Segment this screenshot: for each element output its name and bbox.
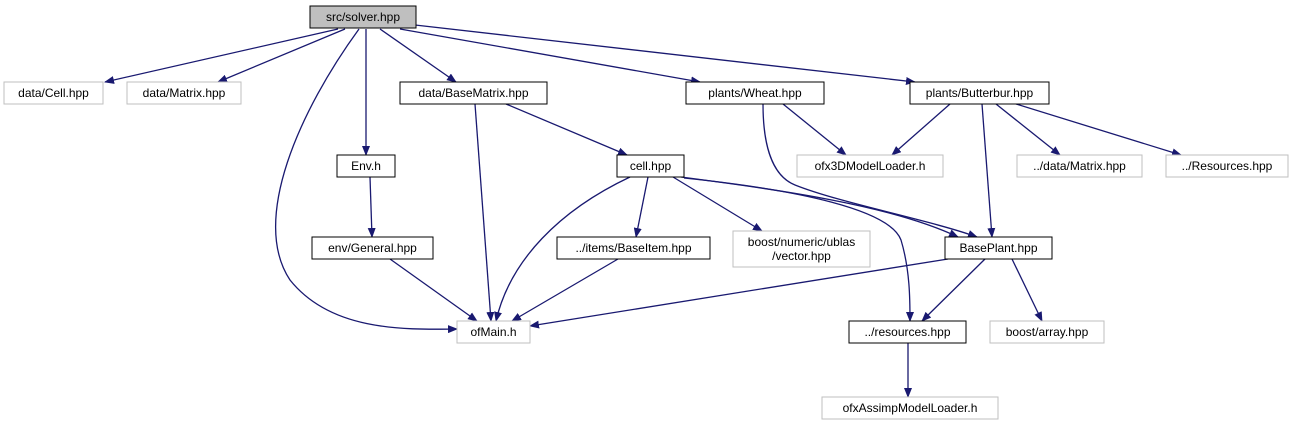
- node-box: [311, 236, 434, 260]
- node-butterbur[interactable]: plants/Butterbur.hpp: [909, 81, 1050, 105]
- node-assimp: ofxAssimpModelLoader.h: [821, 396, 999, 420]
- node-box: [944, 236, 1053, 260]
- node-label: ../Resources.hpp: [1182, 159, 1273, 173]
- node-box: [616, 154, 685, 178]
- edge-butterbur-to-baseplant: [981, 103, 996, 238]
- edge-solver-to-cell_data: [104, 28, 339, 84]
- edge-baseplant-to-boostarray: [1011, 258, 1043, 322]
- node-box: [3, 81, 104, 105]
- node-baseitem[interactable]: ../items/BaseItem.hpp: [556, 236, 711, 260]
- node-box: [732, 230, 871, 268]
- node-label: Env.h: [351, 159, 381, 173]
- edge-solver-to-wheat: [399, 28, 701, 85]
- node-box: [685, 81, 825, 105]
- node-label: plants/Wheat.hpp: [708, 86, 802, 100]
- edge-solver-to-ofmain: [275, 28, 458, 334]
- node-box: [456, 320, 531, 344]
- node-label: ofxAssimpModelLoader.h: [843, 401, 978, 415]
- node-cellhpp[interactable]: cell.hpp: [616, 154, 685, 178]
- node-box: [989, 320, 1105, 344]
- node-label: boost/numeric/ublas: [748, 235, 855, 249]
- node-label: ../data/Matrix.hpp: [1033, 159, 1126, 173]
- node-label: ../items/BaseItem.hpp: [575, 241, 691, 255]
- node-baseplant[interactable]: BasePlant.hpp: [944, 236, 1053, 260]
- node-basematrix[interactable]: data/BaseMatrix.hpp: [399, 81, 548, 105]
- edge-wheat-to-ofx3d: [782, 103, 847, 156]
- edge-basematrix-to-cellhpp: [505, 103, 628, 156]
- edge-cellhpp-to-baseitem: [633, 176, 649, 238]
- node-box: [399, 81, 548, 105]
- node-label: plants/Butterbur.hpp: [926, 86, 1034, 100]
- node-label: env/General.hpp: [328, 241, 417, 255]
- edge-butterbur-to-resources_cap: [1015, 103, 1182, 157]
- node-box: [848, 320, 967, 344]
- node-resources_low[interactable]: ../resources.hpp: [848, 320, 967, 344]
- node-label: ofMain.h: [470, 325, 516, 339]
- edge-solver-to-matrix_data: [217, 28, 346, 83]
- edges: [104, 24, 1182, 398]
- node-label: BasePlant.hpp: [959, 241, 1037, 255]
- edge-basematrix-to-ofmain: [474, 103, 495, 322]
- edge-env-to-general: [367, 176, 376, 238]
- node-label: data/Matrix.hpp: [143, 86, 226, 100]
- edge-cellhpp-to-resources_low: [683, 177, 914, 322]
- node-label: src/solver.hpp: [326, 10, 400, 24]
- node-box: [556, 236, 711, 260]
- node-ublas: boost/numeric/ublas/vector.hpp: [732, 230, 871, 268]
- node-label: cell.hpp: [630, 159, 672, 173]
- edge-baseitem-to-ofmain: [511, 258, 619, 322]
- edge-solver-to-basematrix: [379, 28, 457, 83]
- node-wheat[interactable]: plants/Wheat.hpp: [685, 81, 825, 105]
- node-label: /vector.hpp: [772, 249, 831, 263]
- node-box: [909, 81, 1050, 105]
- node-general[interactable]: env/General.hpp: [311, 236, 434, 260]
- node-box: [821, 396, 999, 420]
- node-ofmain: ofMain.h: [456, 320, 531, 344]
- node-matrix_data: data/Matrix.hpp: [126, 81, 242, 105]
- edge-baseplant-to-resources_low: [921, 258, 986, 322]
- edge-baseplant-to-ofmain: [529, 258, 949, 329]
- node-ofx3d: ofx3DModelLoader.h: [796, 154, 944, 178]
- edge-general-to-ofmain: [389, 258, 478, 322]
- node-label: ofx3DModelLoader.h: [815, 159, 926, 173]
- node-boostarray: boost/array.hpp: [989, 320, 1105, 344]
- node-label: ../resources.hpp: [864, 325, 950, 339]
- nodes: src/solver.hpp data/Cell.hpp data/Matrix.h…: [3, 5, 1289, 420]
- node-solver[interactable]: src/solver.hpp: [309, 5, 417, 29]
- node-box: [309, 5, 417, 29]
- edge-butterbur-to-ofx3d: [891, 103, 951, 156]
- edge-wheat-to-baseplant: [762, 103, 978, 238]
- node-cell_data: data/Cell.hpp: [3, 81, 104, 105]
- node-env[interactable]: Env.h: [336, 154, 396, 178]
- node-box: [796, 154, 944, 178]
- edge-cellhpp-to-ublas: [672, 176, 763, 232]
- node-dmatrix: ../data/Matrix.hpp: [1016, 154, 1143, 178]
- edge-butterbur-to-dmatrix: [995, 103, 1061, 156]
- edge-cellhpp-to-ofmain: [494, 176, 631, 322]
- node-box: [336, 154, 396, 178]
- node-resources_cap: ../Resources.hpp: [1165, 154, 1289, 178]
- node-box: [1165, 154, 1289, 178]
- edge-solver-to-butterbur: [414, 24, 916, 85]
- node-box: [126, 81, 242, 105]
- node-label: boost/array.hpp: [1006, 325, 1089, 339]
- node-box: [1016, 154, 1143, 178]
- node-label: data/Cell.hpp: [18, 86, 89, 100]
- node-label: data/BaseMatrix.hpp: [418, 86, 528, 100]
